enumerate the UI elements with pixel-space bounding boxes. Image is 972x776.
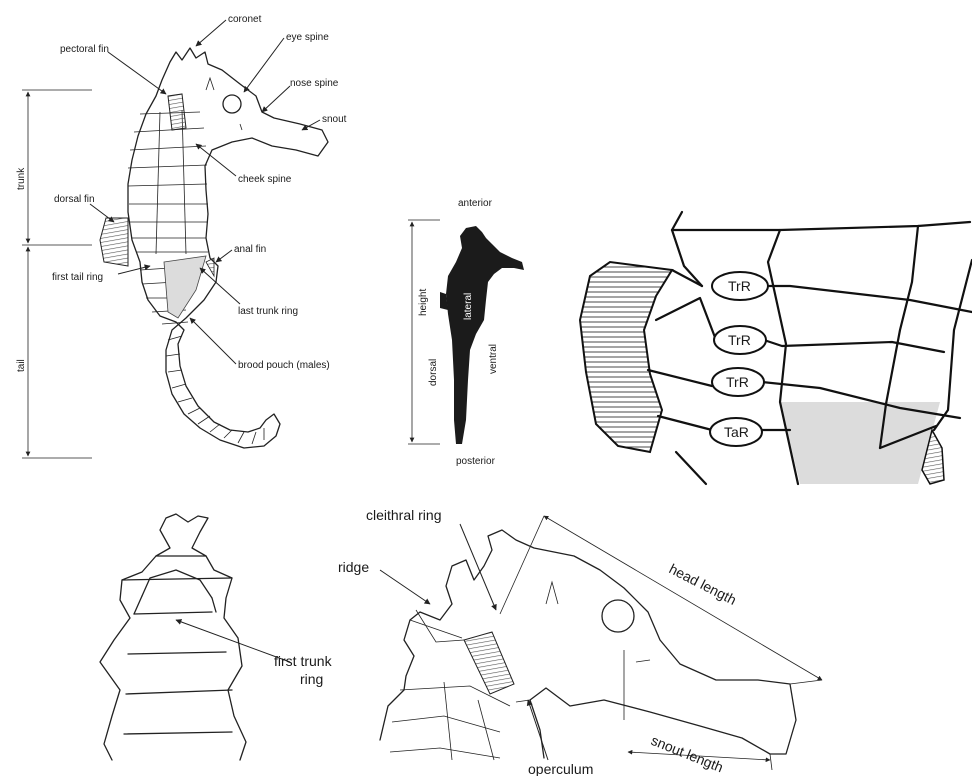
first-trunk-ring-label: first trunk <box>274 653 333 669</box>
operculum-label: operculum <box>528 761 593 776</box>
height-label: height <box>418 289 429 316</box>
lateral-label: lateral <box>463 293 474 320</box>
ring-label-4: TaR <box>724 424 749 440</box>
pectoral-fin-label: pectoral fin <box>60 44 109 55</box>
snout-label: snout <box>322 114 347 125</box>
panel-d-dorsal-view: first trunk ring <box>100 514 333 760</box>
trunk-label: trunk <box>16 167 27 190</box>
anterior-label: anterior <box>458 198 493 209</box>
cheek-spine-label: cheek spine <box>238 174 292 185</box>
ring-label-3: TrR <box>726 374 749 390</box>
posterior-label: posterior <box>456 456 496 467</box>
head-outline <box>380 530 796 758</box>
operculum-shaded <box>464 632 514 694</box>
tail-label: tail <box>16 359 27 372</box>
dorsal-fin <box>100 218 128 266</box>
ridge-label: ridge <box>338 559 369 575</box>
dorsal-view-rings <box>122 556 232 734</box>
seahorse-body-outline <box>128 48 328 448</box>
cleithral-ring-label: cleithral ring <box>366 507 441 523</box>
panel-b-silhouette: anterior posterior height dorsal ventral… <box>408 198 524 467</box>
head-eye <box>602 600 634 632</box>
brood-pouch-label: brood pouch (males) <box>238 360 330 371</box>
dorsal-view-outline <box>100 514 246 760</box>
seahorse-silhouette <box>446 226 524 444</box>
panel-a-seahorse-lateral: trunk tail coronet eye spine pectoral fi… <box>16 14 347 458</box>
last-trunk-ring-label: last trunk ring <box>238 306 298 317</box>
nose-spine-label: nose spine <box>290 78 339 89</box>
dorsal-label: dorsal <box>428 359 439 386</box>
panel-c-ring-closeup: TrR TrR TrR TaR <box>580 212 972 484</box>
closeup-pouch <box>780 402 940 484</box>
eye-spine-label: eye spine <box>286 32 329 43</box>
coronet-label: coronet <box>228 14 262 25</box>
anal-fin-label: anal fin <box>234 244 266 255</box>
ring-label-2: TrR <box>728 332 751 348</box>
dorsal-fin-label: dorsal fin <box>54 194 95 205</box>
ring-label-1: TrR <box>728 278 751 294</box>
first-trunk-ring-label-2: ring <box>300 671 323 687</box>
first-tail-ring-label: first tail ring <box>52 272 103 283</box>
ventral-label: ventral <box>488 344 499 374</box>
closeup-dorsal-fin <box>580 262 672 452</box>
head-length-label: head length <box>667 560 739 607</box>
panel-e-head-closeup: cleithral ring ridge head length snout l… <box>338 507 822 776</box>
